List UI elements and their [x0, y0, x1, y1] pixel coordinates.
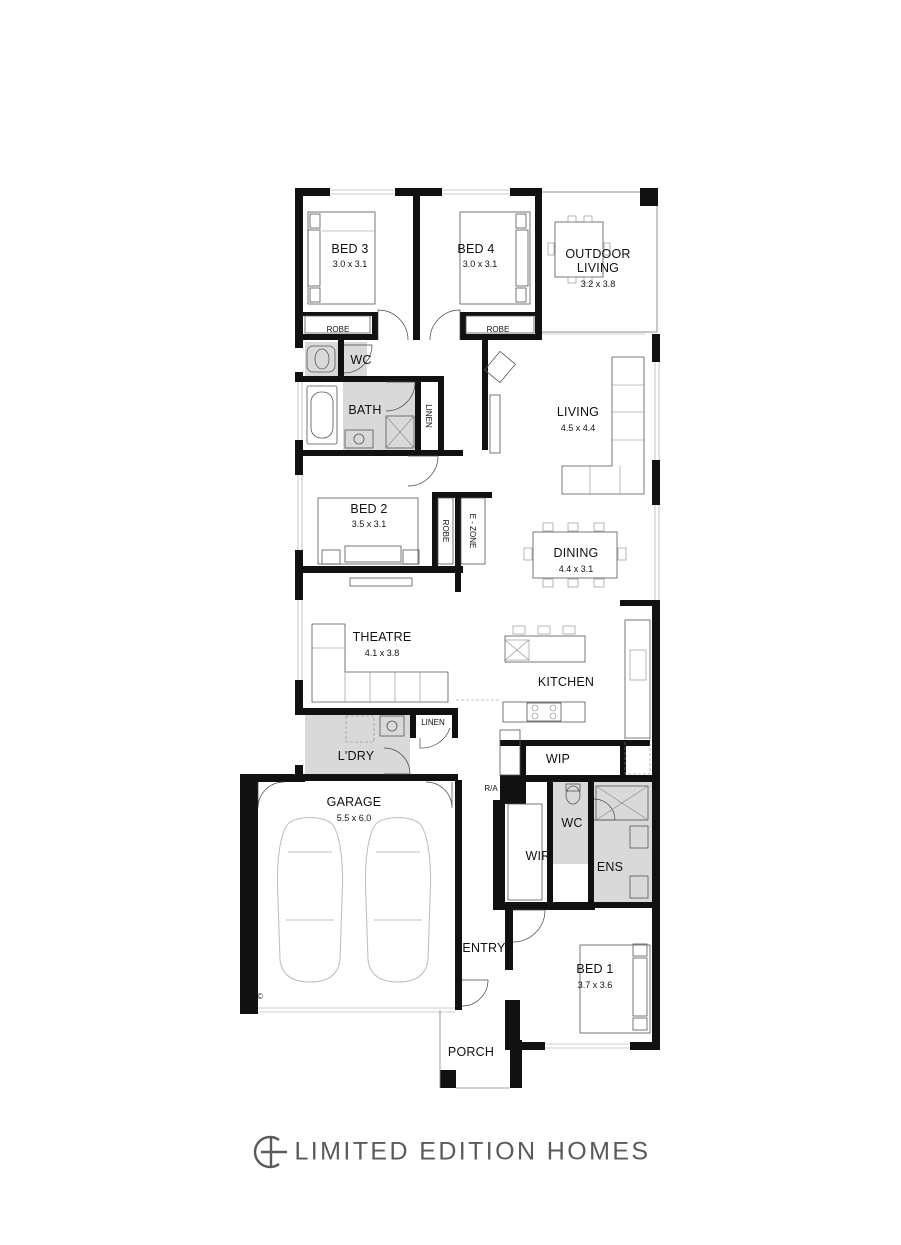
bed-bed1	[579, 943, 651, 1034]
ezone-label: E - ZONE	[468, 514, 477, 549]
bed3-size: 3.0 x 3.1	[333, 259, 368, 269]
linen-lower-label: LINEN	[421, 718, 445, 727]
garage-label: GARAGE	[327, 795, 382, 809]
bed3-label: BED 3	[331, 242, 368, 256]
windows	[258, 189, 660, 1049]
copyright-mark: ©	[257, 992, 263, 1001]
ens-label: ENS	[597, 860, 623, 874]
bed1-label: BED 1	[576, 962, 613, 976]
linen-upper-label: LINEN	[424, 404, 433, 428]
garage-size: 5.5 x 6.0	[337, 813, 372, 823]
wir-label: WIR	[526, 849, 551, 863]
dining-size: 4.4 x 3.1	[559, 564, 594, 574]
bed1-size: 3.7 x 3.6	[578, 980, 613, 990]
doors	[257, 309, 616, 1007]
garage-cars	[277, 817, 431, 983]
porch-label: PORCH	[448, 1045, 494, 1059]
brand-footer: LIMITED EDITION HOMES	[0, 1132, 901, 1172]
room-labels: BED 3 3.0 x 3.1 BED 4 3.0 x 3.1 OUTDOOR …	[257, 242, 630, 1059]
brand-logo-icon	[253, 1135, 287, 1169]
bed4-size: 3.0 x 3.1	[463, 259, 498, 269]
walls	[240, 188, 660, 1089]
kitchen-label: KITCHEN	[538, 675, 594, 689]
robe-bed3-label: ROBE	[327, 325, 350, 334]
bed4-label: BED 4	[457, 242, 494, 256]
theatre-label: THEATRE	[353, 630, 412, 644]
wc-ensuite-label: WC	[561, 816, 582, 830]
robes	[304, 315, 535, 565]
living-size: 4.5 x 4.4	[561, 423, 596, 433]
furniture-beds	[307, 211, 651, 1034]
wip-label: WIP	[546, 752, 570, 766]
outdoor-size: 3.2 x 3.8	[581, 279, 616, 289]
bed-bed3	[307, 211, 376, 305]
outdoor-label-1: OUTDOOR	[565, 247, 630, 261]
robe-bed4-label: ROBE	[487, 325, 510, 334]
ra-label: R/A	[484, 784, 498, 793]
bed-bed4	[459, 211, 531, 305]
living-label: LIVING	[557, 405, 599, 419]
entry-label: ENTRY	[462, 941, 506, 955]
living-furniture	[484, 215, 645, 588]
robe-bed2-label: ROBE	[441, 520, 450, 543]
bath-label: BATH	[348, 403, 381, 417]
laundry-label: L'DRY	[338, 749, 375, 763]
outdoor-label-2: LIVING	[577, 261, 619, 275]
brand-name: LIMITED EDITION HOMES	[294, 1137, 651, 1166]
dining-label: DINING	[554, 546, 599, 560]
bath-fixtures	[306, 345, 649, 899]
bed-bed2	[317, 497, 420, 565]
theatre-size: 4.1 x 3.8	[365, 648, 400, 658]
wc-upper-label: WC	[350, 353, 371, 367]
bed2-size: 3.5 x 3.1	[352, 519, 387, 529]
bed2-label: BED 2	[350, 502, 387, 516]
theatre-kitchen-fixtures	[311, 577, 651, 901]
